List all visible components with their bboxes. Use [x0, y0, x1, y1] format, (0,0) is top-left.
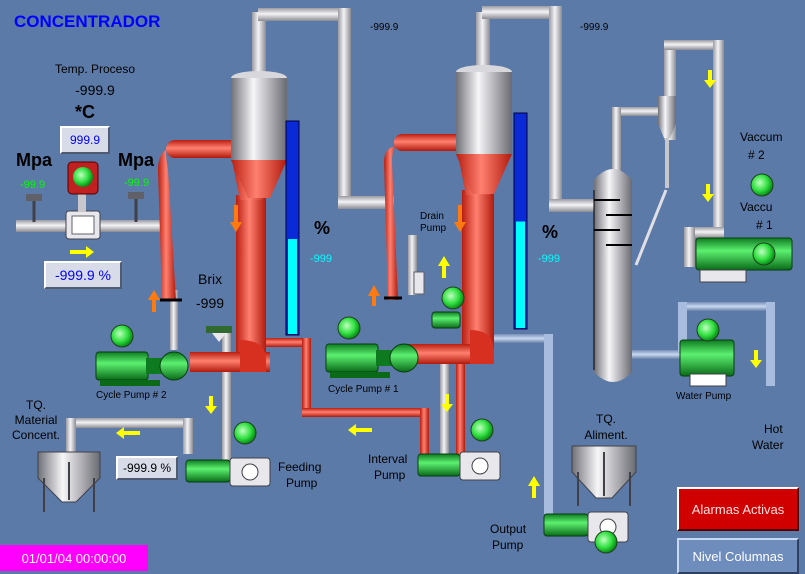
- tank-aliment-label-2: Aliment.: [584, 428, 628, 442]
- tank-material-label-1: TQ.: [26, 398, 46, 412]
- tank-aliment-label-1: TQ.: [596, 412, 616, 426]
- drain-pump-label-1: Drain: [420, 211, 444, 222]
- feeding-pump[interactable]: [185, 457, 271, 487]
- lamp-vaccum-1: [752, 242, 776, 266]
- pressure-left-label: Mpa: [16, 150, 52, 170]
- flow-percent-box[interactable]: -999.9 %: [44, 261, 122, 289]
- arrow-right-icon: [70, 246, 94, 258]
- temp-value: -999.9: [75, 82, 115, 98]
- drain-pump-label-2: Pump: [420, 223, 447, 234]
- arrow-up-icon: [368, 285, 380, 306]
- lamp-interval-pump: [470, 418, 494, 442]
- tank-material: [37, 451, 101, 512]
- arrow-down-icon: [750, 350, 762, 368]
- level-1-value: -999: [310, 253, 333, 265]
- level-bar-1: [285, 120, 300, 336]
- tank-material-level-box[interactable]: -999.9 %: [116, 456, 178, 480]
- level-2-value: -999: [538, 253, 561, 265]
- active-alarms-button[interactable]: Alarmas Activas: [677, 487, 799, 531]
- brix-label: Brix: [198, 271, 223, 287]
- tank-material-label-3: Concent.: [11, 428, 61, 442]
- arrow-down-icon: [704, 70, 716, 88]
- level-2-unit: %: [542, 222, 559, 242]
- temp-setpoint-box[interactable]: 999.9: [60, 126, 110, 154]
- arrow-down-icon: [441, 394, 453, 412]
- separator-2: [456, 65, 512, 194]
- vaccum-2-label-2: # 2: [748, 148, 765, 162]
- vaccum-2-label-1: Vaccum: [740, 130, 783, 144]
- flow-meter: [65, 161, 101, 240]
- condenser-column: [593, 96, 676, 382]
- arrow-down-icon: [454, 205, 466, 232]
- lamp-feeding-pump: [233, 421, 257, 445]
- interval-pump-label-2: Pump: [374, 468, 406, 482]
- output-pump-label-1: Output: [490, 522, 527, 536]
- lamp-output-pump: [594, 530, 618, 554]
- pressure-gauge-right: [128, 192, 144, 222]
- arrow-down-icon: [230, 205, 242, 232]
- arrow-left-icon: [116, 427, 140, 439]
- datetime-display: 01/01/04 00:00:00: [0, 545, 148, 571]
- status-lamps: [110, 173, 776, 554]
- level-1-unit: %: [314, 218, 331, 238]
- arrow-left-icon: [348, 424, 372, 436]
- temp-label: Temp. Proceso: [54, 62, 136, 76]
- vapor-temp-readout-1: -999.9: [370, 22, 399, 33]
- page-title: CONCENTRADOR: [14, 12, 161, 31]
- cycle-pump-2-label: Cycle Pump # 2: [96, 390, 167, 401]
- arrow-down-icon: [702, 184, 714, 202]
- hot-water-label-1: Hot: [764, 422, 783, 436]
- cycle-pump-1[interactable]: [325, 343, 419, 378]
- separator-1: [231, 71, 287, 198]
- lamp-vaccum-2: [750, 173, 774, 197]
- lamp-cycle-pump-1: [337, 316, 361, 340]
- interval-pump-label-1: Interval: [368, 452, 408, 466]
- temp-unit: *C: [74, 102, 95, 122]
- vaccum-1-label-1: Vaccu: [740, 200, 773, 214]
- vapor-pipes: [16, 6, 724, 460]
- vacuum-pump[interactable]: [695, 237, 793, 283]
- arrow-up-icon: [528, 476, 540, 498]
- level-bar-2: [513, 112, 528, 330]
- pressure-gauge-left: [26, 194, 42, 222]
- column-levels-button[interactable]: Nivel Columnas: [677, 538, 799, 574]
- pressure-right-label: Mpa: [118, 150, 154, 170]
- feeding-pump-label-2: Pump: [286, 476, 318, 490]
- pressure-left-value: -99.9: [20, 179, 46, 191]
- water-pipes: [493, 302, 775, 514]
- arrow-up-icon: [148, 290, 160, 312]
- cycle-pump-1-label: Cycle Pump # 1: [328, 384, 399, 395]
- vaccum-1-label-2: # 1: [756, 218, 773, 232]
- tank-aliment: [571, 445, 637, 506]
- output-pump-label-2: Pump: [492, 538, 524, 552]
- water-pump-label: Water Pump: [676, 391, 732, 402]
- cycle-pump-2[interactable]: [95, 351, 189, 386]
- lamp-water-pump: [696, 318, 720, 342]
- interval-pump[interactable]: [417, 451, 501, 481]
- arrow-down-icon: [205, 396, 217, 414]
- brix-value: -999: [196, 295, 225, 311]
- lamp-drain-pump: [441, 286, 465, 310]
- lamp-cycle-pump-2: [110, 324, 134, 348]
- pressure-right-value: -99.9: [124, 177, 150, 189]
- flow-arrows: [70, 70, 762, 498]
- arrow-up-icon: [438, 256, 450, 278]
- vapor-temp-readout-2: -999.9: [580, 22, 609, 33]
- drain-pump[interactable]: [413, 271, 461, 329]
- tank-material-label-2: Material: [14, 413, 58, 427]
- brix-sensor: [206, 326, 232, 342]
- water-pump[interactable]: [679, 339, 735, 387]
- hot-water-label-2: Water: [752, 438, 784, 452]
- feeding-pump-label-1: Feeding: [278, 460, 322, 474]
